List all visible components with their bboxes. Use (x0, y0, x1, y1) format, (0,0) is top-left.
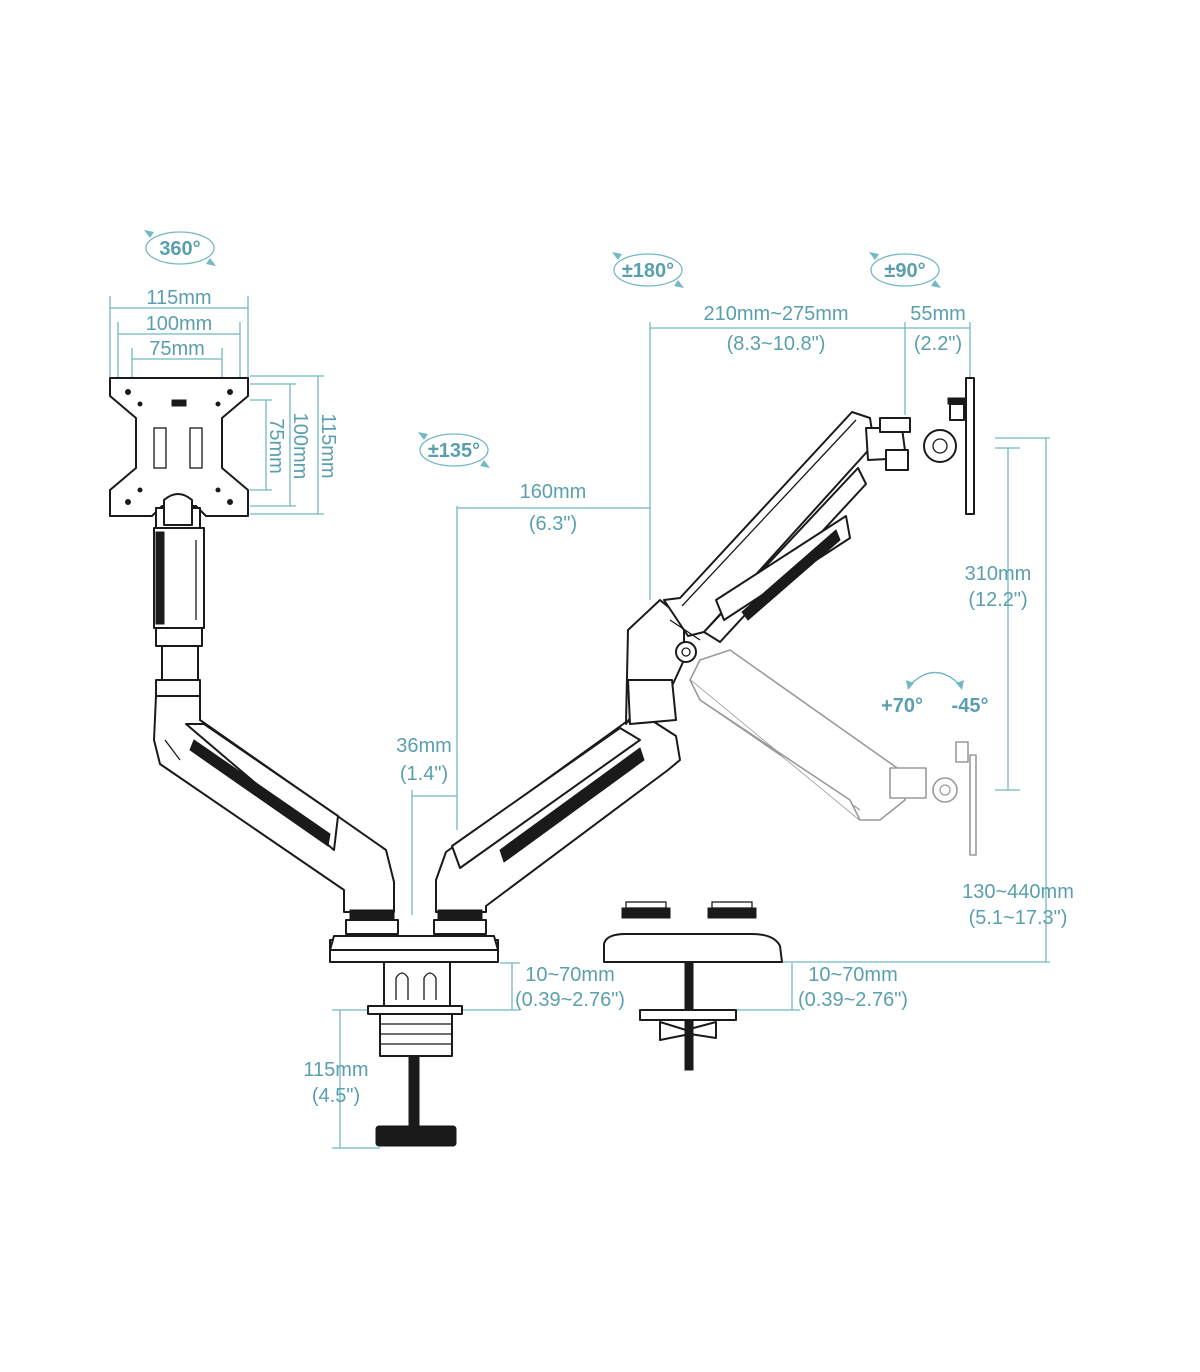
rotation-180-label: ±180° (622, 260, 674, 282)
clamp-right-mm: 10~70mm (808, 964, 898, 986)
left-arm (109, 377, 399, 935)
clamp-depth-dimension: 115mm (4.5") (303, 1009, 380, 1149)
head-mm: 55mm (910, 303, 966, 325)
vesa-height-dimensions: 115mm 100mm 75mm (250, 375, 339, 515)
offset-mm: 36mm (396, 735, 452, 757)
clamp-depth-mm: 115mm (303, 1059, 368, 1081)
height-adjust-mm: 310mm (965, 563, 1032, 585)
vesa-width-75: 75mm (149, 338, 205, 360)
clamp-depth-in: (4.5") (312, 1085, 360, 1107)
clamp-right-dimension: 10~70mm (0.39~2.76") (736, 963, 908, 1011)
vesa-width-dimensions: 115mm 100mm 75mm (109, 287, 249, 378)
rotation-135-label: ±135° (428, 440, 480, 462)
lowered-arm-ghost (689, 649, 977, 856)
vesa-width-115: 115mm (146, 287, 211, 309)
right-arm (433, 377, 975, 935)
clamp-left-dimension: 10~70mm (0.39~2.76") (462, 962, 625, 1011)
lower-arm-in: (6.3") (529, 513, 577, 535)
vesa-plate (109, 377, 249, 517)
height-adjust-dimension: 310mm (12.2") (965, 447, 1032, 791)
head-in: (2.2") (914, 333, 962, 355)
rotation-badge-90: ±90° (869, 252, 941, 288)
rotation-360-label: 360° (159, 238, 200, 260)
lower-arm-dimension: 160mm (6.3") (456, 481, 650, 830)
clamp-right-in: (0.39~2.76") (798, 989, 908, 1011)
rotation-badge-135: ±135° (418, 432, 490, 468)
tilt-indicator: +70° -45° (881, 671, 989, 717)
clamp-left-mm: 10~70mm (525, 964, 615, 986)
total-height-in: (5.1~17.3") (969, 907, 1068, 929)
total-height-dimension: 130~440mm (5.1~17.3") (782, 437, 1074, 963)
height-adjust-in: (12.2") (968, 589, 1027, 611)
arm-reach-mm: 210mm~275mm (703, 303, 848, 325)
arm-reach-in: (8.3~10.8") (727, 333, 826, 355)
offset-dimension: 36mm (1.4") (396, 735, 457, 915)
rotation-badge-180: ±180° (612, 252, 684, 288)
vesa-height-100: 100mm (289, 413, 311, 480)
rotation-badge-360: 360° (144, 230, 216, 266)
clamp-left-in: (0.39~2.76") (515, 989, 625, 1011)
arm-reach-dimension: 210mm~275mm (8.3~10.8") 55mm (2.2") (649, 303, 971, 600)
tilt-down-label: -45° (952, 695, 989, 717)
vesa-height-75: 75mm (265, 418, 287, 474)
total-height-mm: 130~440mm (962, 881, 1074, 903)
desk-clamp-front (329, 935, 499, 1147)
offset-in: (1.4") (400, 763, 448, 785)
vesa-width-100: 100mm (146, 313, 213, 335)
desk-clamp-side (603, 901, 783, 1071)
lower-arm-mm: 160mm (520, 481, 587, 503)
tilt-up-label: +70° (881, 695, 923, 717)
rotation-90-label: ±90° (884, 260, 925, 282)
vesa-height-115: 115mm (317, 413, 339, 478)
